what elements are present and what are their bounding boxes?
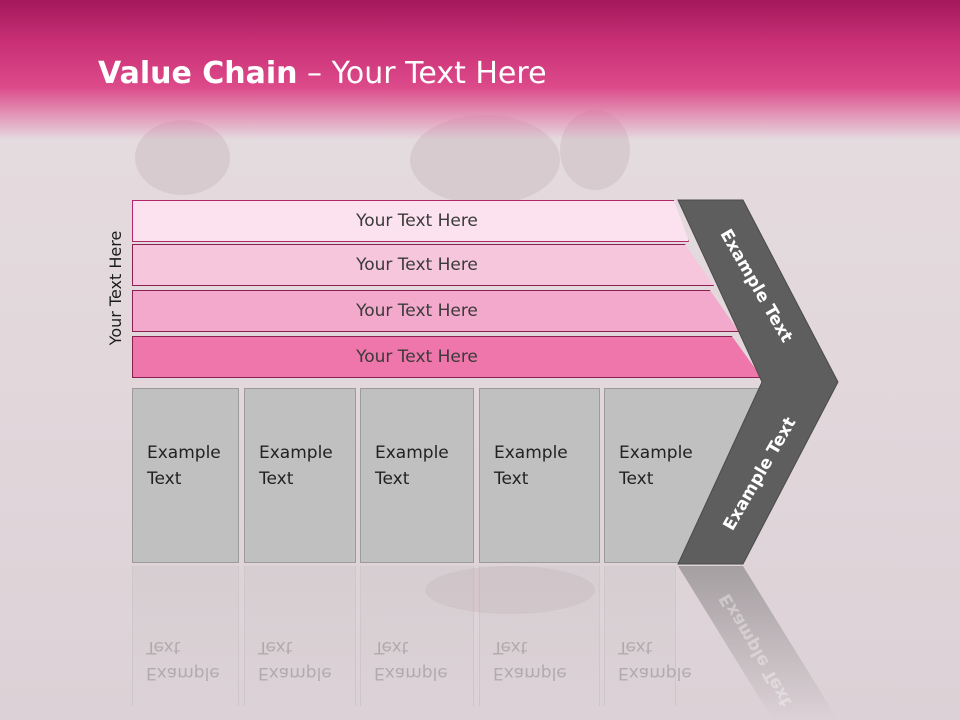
value-row-label: Your Text Here bbox=[356, 347, 478, 367]
value-row-3: Your Text Here bbox=[132, 290, 739, 332]
value-row-label: Your Text Here bbox=[356, 211, 478, 231]
box-reflection-line: Example bbox=[374, 663, 448, 683]
box-line-2: Text bbox=[147, 469, 182, 489]
box-line-2: Text bbox=[259, 469, 294, 489]
box-reflection-line: Text bbox=[493, 637, 528, 657]
box-line-1: Example bbox=[147, 443, 221, 463]
box-line-1: Example bbox=[494, 443, 568, 463]
value-row-label: Your Text Here bbox=[356, 255, 478, 275]
box-reflection-text-1: Example Text bbox=[132, 634, 220, 686]
box-line-2: Text bbox=[375, 469, 410, 489]
box-reflection-2 bbox=[244, 566, 356, 706]
box-reflection-4 bbox=[479, 566, 600, 706]
box-reflection-1 bbox=[132, 566, 239, 706]
title-bold: Value Chain bbox=[98, 56, 298, 91]
side-label: Your Text Here bbox=[106, 230, 125, 346]
header-band bbox=[0, 0, 960, 140]
box-reflection-line: Example bbox=[258, 663, 332, 683]
background-figure-foot-reflection bbox=[425, 566, 595, 614]
box-reflection-line: Example bbox=[618, 663, 692, 683]
box-reflection-text-4: Example Text bbox=[479, 634, 567, 686]
box-line-1: Example bbox=[259, 443, 333, 463]
slide-title: Value Chain – Your Text Here bbox=[98, 54, 547, 94]
box-reflection-line: Text bbox=[618, 637, 653, 657]
box-reflection-3 bbox=[360, 566, 474, 706]
box-reflection-line: Example bbox=[146, 663, 220, 683]
chevron-label-reflection: Example Text bbox=[715, 589, 797, 711]
box-reflection-text-3: Example Text bbox=[360, 634, 448, 686]
box-reflection-line: Text bbox=[258, 637, 293, 657]
value-row-2: Your Text Here bbox=[132, 244, 714, 286]
value-row-1: Your Text Here bbox=[132, 200, 689, 242]
box-reflection-text-5: Example Text bbox=[604, 634, 692, 686]
box-reflection-line: Example bbox=[493, 663, 567, 683]
box-reflection-5 bbox=[604, 566, 676, 706]
value-row-4: Your Text Here bbox=[132, 336, 762, 378]
box-line-1: Example bbox=[619, 443, 693, 463]
box-line-1: Example bbox=[375, 443, 449, 463]
value-row-label: Your Text Here bbox=[356, 301, 478, 321]
title-rest: – Your Text Here bbox=[297, 56, 547, 91]
box-line-2: Text bbox=[494, 469, 529, 489]
box-reflection-line: Text bbox=[146, 637, 181, 657]
box-line-2: Text bbox=[619, 469, 654, 489]
box-reflection-line: Text bbox=[374, 637, 409, 657]
box-reflection-text-2: Example Text bbox=[244, 634, 332, 686]
